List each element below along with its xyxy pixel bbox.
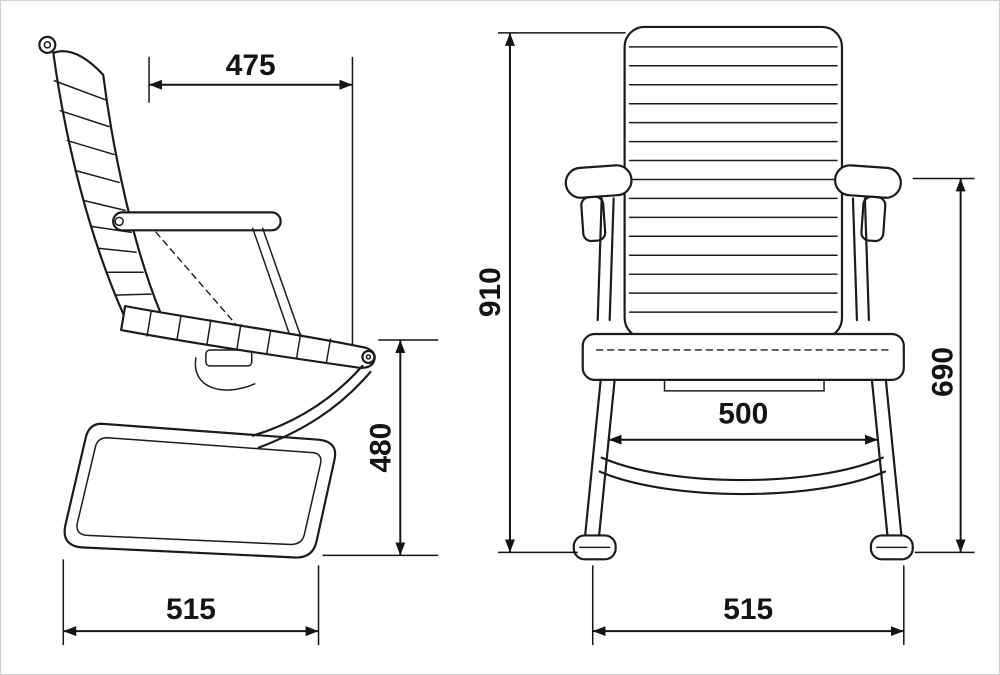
front-foot-left bbox=[572, 534, 617, 561]
side-view-chair bbox=[38, 35, 376, 559]
front-underseat-panel bbox=[663, 379, 825, 392]
side-seat-pivot-center bbox=[365, 354, 372, 360]
side-base-outer bbox=[63, 422, 337, 559]
front-leg-left bbox=[583, 378, 616, 541]
dim-475-label: 475 bbox=[226, 49, 276, 82]
side-seat-pivot bbox=[361, 349, 376, 365]
dim-690-label: 690 bbox=[927, 347, 960, 397]
side-base-inner bbox=[76, 436, 322, 546]
side-knob-icon bbox=[38, 35, 57, 54]
dimension-475: 475 bbox=[148, 49, 354, 345]
side-armrest-strut-front bbox=[261, 227, 307, 351]
side-armrest bbox=[112, 211, 282, 232]
dim-500-label: 500 bbox=[718, 398, 768, 431]
dim-480-label: 480 bbox=[364, 423, 397, 473]
side-seat bbox=[120, 304, 376, 370]
dimension-515-side: 515 bbox=[62, 559, 320, 646]
dimension-480: 480 bbox=[322, 339, 439, 557]
front-armrest-left bbox=[564, 164, 633, 322]
dim-515-front-label: 515 bbox=[723, 593, 773, 626]
side-armrest-strut-rear bbox=[251, 227, 297, 353]
dimension-910: 910 bbox=[474, 32, 626, 554]
dimension-515-front: 515 bbox=[591, 565, 905, 646]
side-seat-bracket bbox=[205, 349, 253, 367]
side-seat-ribs bbox=[146, 311, 332, 363]
front-view-chair bbox=[564, 25, 914, 561]
front-armrest-right bbox=[834, 164, 902, 322]
front-seat bbox=[581, 332, 905, 381]
side-backrest-ribs bbox=[53, 80, 152, 296]
side-cantilever-tube-inner bbox=[257, 370, 372, 449]
front-backrest-ribs bbox=[628, 46, 838, 313]
dimension-500: 500 bbox=[608, 398, 878, 445]
dim-515-side-label: 515 bbox=[166, 593, 216, 626]
side-backrest bbox=[52, 50, 163, 320]
side-cantilever-tube-outer bbox=[251, 364, 364, 437]
front-backrest bbox=[623, 25, 844, 340]
front-crossbar-bottom bbox=[598, 470, 886, 496]
dim-910-label: 910 bbox=[474, 267, 507, 317]
side-armrest-hidden-line bbox=[155, 231, 242, 331]
side-armrest-end-cap bbox=[114, 216, 124, 227]
side-cantilever-hook bbox=[194, 357, 256, 391]
side-knob-center bbox=[43, 41, 52, 49]
front-foot-right bbox=[869, 534, 914, 561]
dimension-690: 690 bbox=[912, 177, 975, 554]
front-crossbar-top bbox=[600, 456, 884, 482]
